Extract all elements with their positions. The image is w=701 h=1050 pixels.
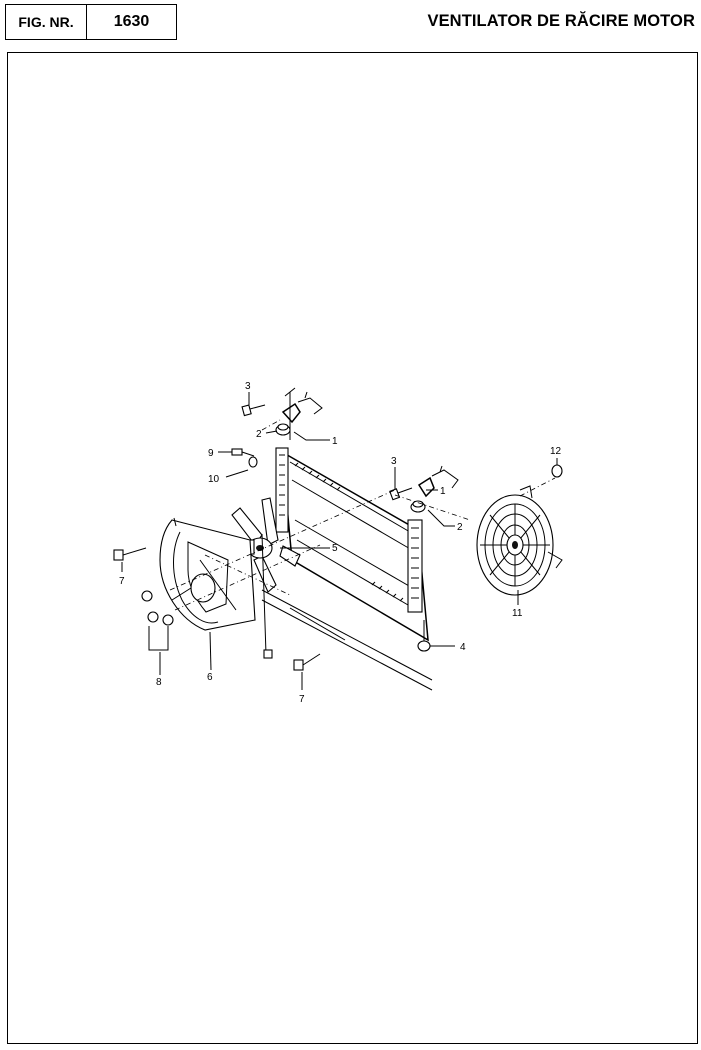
part-10-clip <box>248 456 258 468</box>
callout-4: 4 <box>460 642 466 653</box>
callout-5: 5 <box>332 543 338 554</box>
callout-3-upper: 3 <box>245 381 251 392</box>
callout-8: 8 <box>156 677 162 688</box>
figure-number-box: FIG. NR. 1630 <box>5 4 177 40</box>
part-6-shroud <box>159 517 273 659</box>
callout-2-upper: 2 <box>256 429 262 440</box>
part-3-bolt <box>241 404 413 501</box>
callout-10: 10 <box>208 474 220 485</box>
callout-2-right: 2 <box>457 522 463 533</box>
callout-1-upper: 1 <box>332 436 338 447</box>
figure-number: 1630 <box>113 13 150 30</box>
part-9-fitting <box>231 448 255 457</box>
callout-7-bottom: 7 <box>299 694 305 705</box>
callout-3-right: 3 <box>391 456 397 467</box>
part-1-bracket <box>281 387 459 498</box>
callout-12: 12 <box>550 446 562 457</box>
callout-9: 9 <box>208 448 214 459</box>
callout-6: 6 <box>207 672 213 683</box>
part-4-grommet <box>417 620 431 652</box>
part-8-nut <box>141 590 174 651</box>
part-12-nut <box>551 464 563 478</box>
leader-lines <box>121 392 558 690</box>
page-title: VENTILATOR DE RĂCIRE MOTOR <box>427 12 695 30</box>
diagram-frame <box>7 52 698 1044</box>
callout-7-left: 7 <box>119 576 125 587</box>
radiator <box>261 447 433 691</box>
part-7-bolt <box>113 547 321 671</box>
callout-labels: 3 2 1 9 10 3 1 2 12 5 7 11 4 6 8 7 <box>119 381 562 705</box>
part-11-electric-fan <box>476 485 563 596</box>
callout-1-right: 1 <box>440 486 446 497</box>
part-2-grommet <box>275 423 426 513</box>
callout-11: 11 <box>512 608 523 619</box>
alignment-lines <box>169 419 556 611</box>
part-5-fan <box>231 497 301 593</box>
figure-label: FIG. NR. <box>6 5 87 39</box>
